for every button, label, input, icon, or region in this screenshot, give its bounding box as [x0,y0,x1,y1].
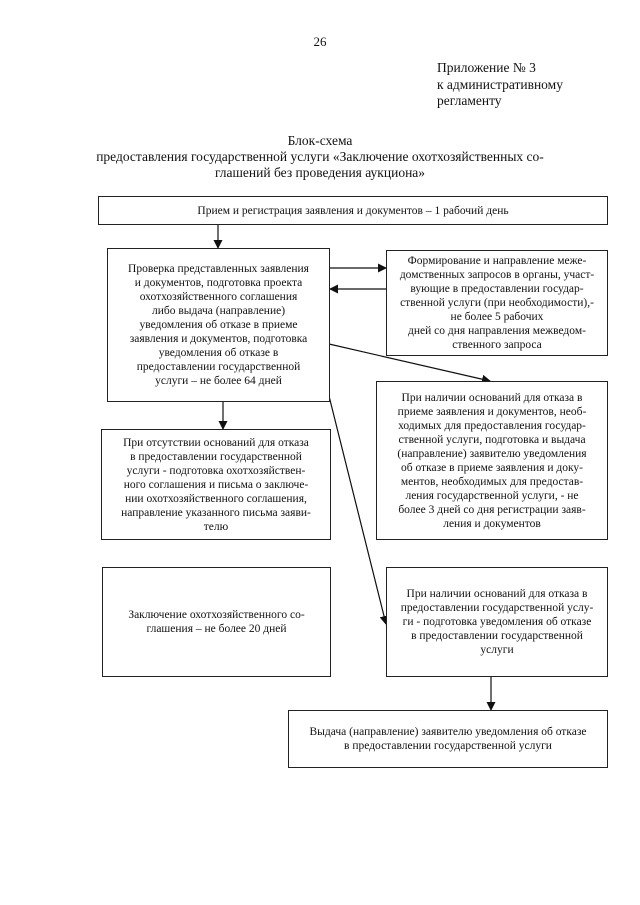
appendix-caption: Приложение № 3 к административному регла… [437,60,627,110]
appendix-line-1: Приложение № 3 [437,60,536,75]
box-no-grounds-line: направление указанного письма заяви- [121,506,311,519]
arrow-verification-to-refusal-reception [328,343,491,384]
appendix-line-3: регламенту [437,93,502,108]
box-refusal-service-line: в предоставлении государственной [411,630,583,642]
box-no-grounds-line: нии охотхозяйственного соглашения, [125,492,307,505]
box-no-grounds-line: ного соглашения и письма о заключе- [123,478,309,491]
box-interagency-line: дней со дня направления межведом- [408,325,586,337]
box-interagency-requests: Формирование и направление меже- домстве… [386,250,608,356]
box-reception: Прием и регистрация заявления и документ… [98,196,608,225]
box-no-grounds: При отсутствии оснований для отказа в пр… [101,429,331,540]
page-number: 26 [313,34,327,49]
arrow-verification-to-refusal-service [322,371,389,625]
box-verification-line: и документов, подготовка проекта [134,277,303,289]
box-refusal-reception: При наличии оснований для отказа в прием… [376,381,608,540]
box-refusal-reception-line: ственной услуги, подготовка и выдача [398,433,586,446]
box-refusal-service-line: ги - подготовка уведомления об отказе [402,616,592,628]
box-refusal-service-line: услуги [480,644,514,656]
box-refusal-service-line: При наличии оснований для отказа в [406,588,588,600]
box-interagency-line: Формирование и направление меже- [407,255,587,267]
title-line-1: Блок-схема [287,133,353,148]
box-conclusion-line: Заключение охотхозяйственного со- [128,609,305,621]
box-verification-line: заявления и документов, подготовка [129,333,308,345]
box-refusal-service: При наличии оснований для отказа в предо… [386,567,608,677]
diagram-title: Блок-схема предоставления государственно… [80,133,560,181]
title-line-3: глашений без проведения аукциона» [214,165,426,180]
title-line-2: предоставления государственной услуги «З… [96,149,544,164]
box-reception-line: Прием и регистрация заявления и документ… [197,204,509,217]
box-refusal-service-line: предоставлении государственной услу- [400,602,594,614]
box-no-grounds-line: в предоставлении государственной [130,450,302,463]
box-verification-line: либо выдача (направление) [151,305,286,317]
box-refusal-reception-line: При наличии оснований для отказа в [401,391,583,404]
box-verification: Проверка представленных заявления и доку… [107,248,330,402]
box-refusal-reception-line: ходимых для предоставления государ- [398,419,586,432]
box-issuance-line: Выдача (направление) заявителю уведомлен… [309,726,587,738]
box-interagency-line: домственных запросов в органы, участ- [399,269,595,281]
box-refusal-reception-line: более 3 дней со дня регистрации заяв- [398,503,586,516]
box-refusal-reception-line: об отказе в приеме заявления и доку- [400,461,584,474]
box-interagency-line: вующие в предоставлении государ- [410,283,584,295]
box-refusal-reception-line: ления государственной услуги, - не [405,489,579,502]
appendix-line-2: к административному [437,76,563,92]
box-verification-line: Проверка представленных заявления [128,263,309,275]
box-verification-line: услуги – не более 64 дней [155,375,282,387]
box-conclusion-line: глашения – не более 20 дней [146,623,287,635]
box-verification-line: охотхозяйственного соглашения [139,291,298,303]
box-interagency-line: ственной услуги (при необходимости),- [400,297,594,309]
box-refusal-reception-line: ментов, необходимых для предостав- [400,475,584,488]
box-refusal-reception-line: (направление) заявителю уведомления [397,447,587,460]
box-verification-line: уведомления об отказе в [158,347,279,359]
box-no-grounds-line: телю [203,520,229,533]
box-no-grounds-line: услуги - подготовка охотхозяйствен- [126,464,306,477]
box-interagency-line: не более 5 рабочих [450,311,544,323]
box-verification-line: предоставлении государственной [136,361,301,373]
box-issuance-line: в предоставлении государственной услуги [344,740,552,752]
box-issuance: Выдача (направление) заявителю уведомлен… [288,710,608,768]
box-interagency-line: ственного запроса [452,339,542,351]
box-no-grounds-line: При отсутствии оснований для отказа [123,436,309,449]
box-refusal-reception-line: ления и документов [443,517,541,530]
box-verification-line: уведомления об отказе в приеме [139,319,298,331]
box-conclusion: Заключение охотхозяйственного со- глашен… [102,567,331,677]
box-refusal-reception-line: приеме заявления и документов, необ- [397,405,587,418]
